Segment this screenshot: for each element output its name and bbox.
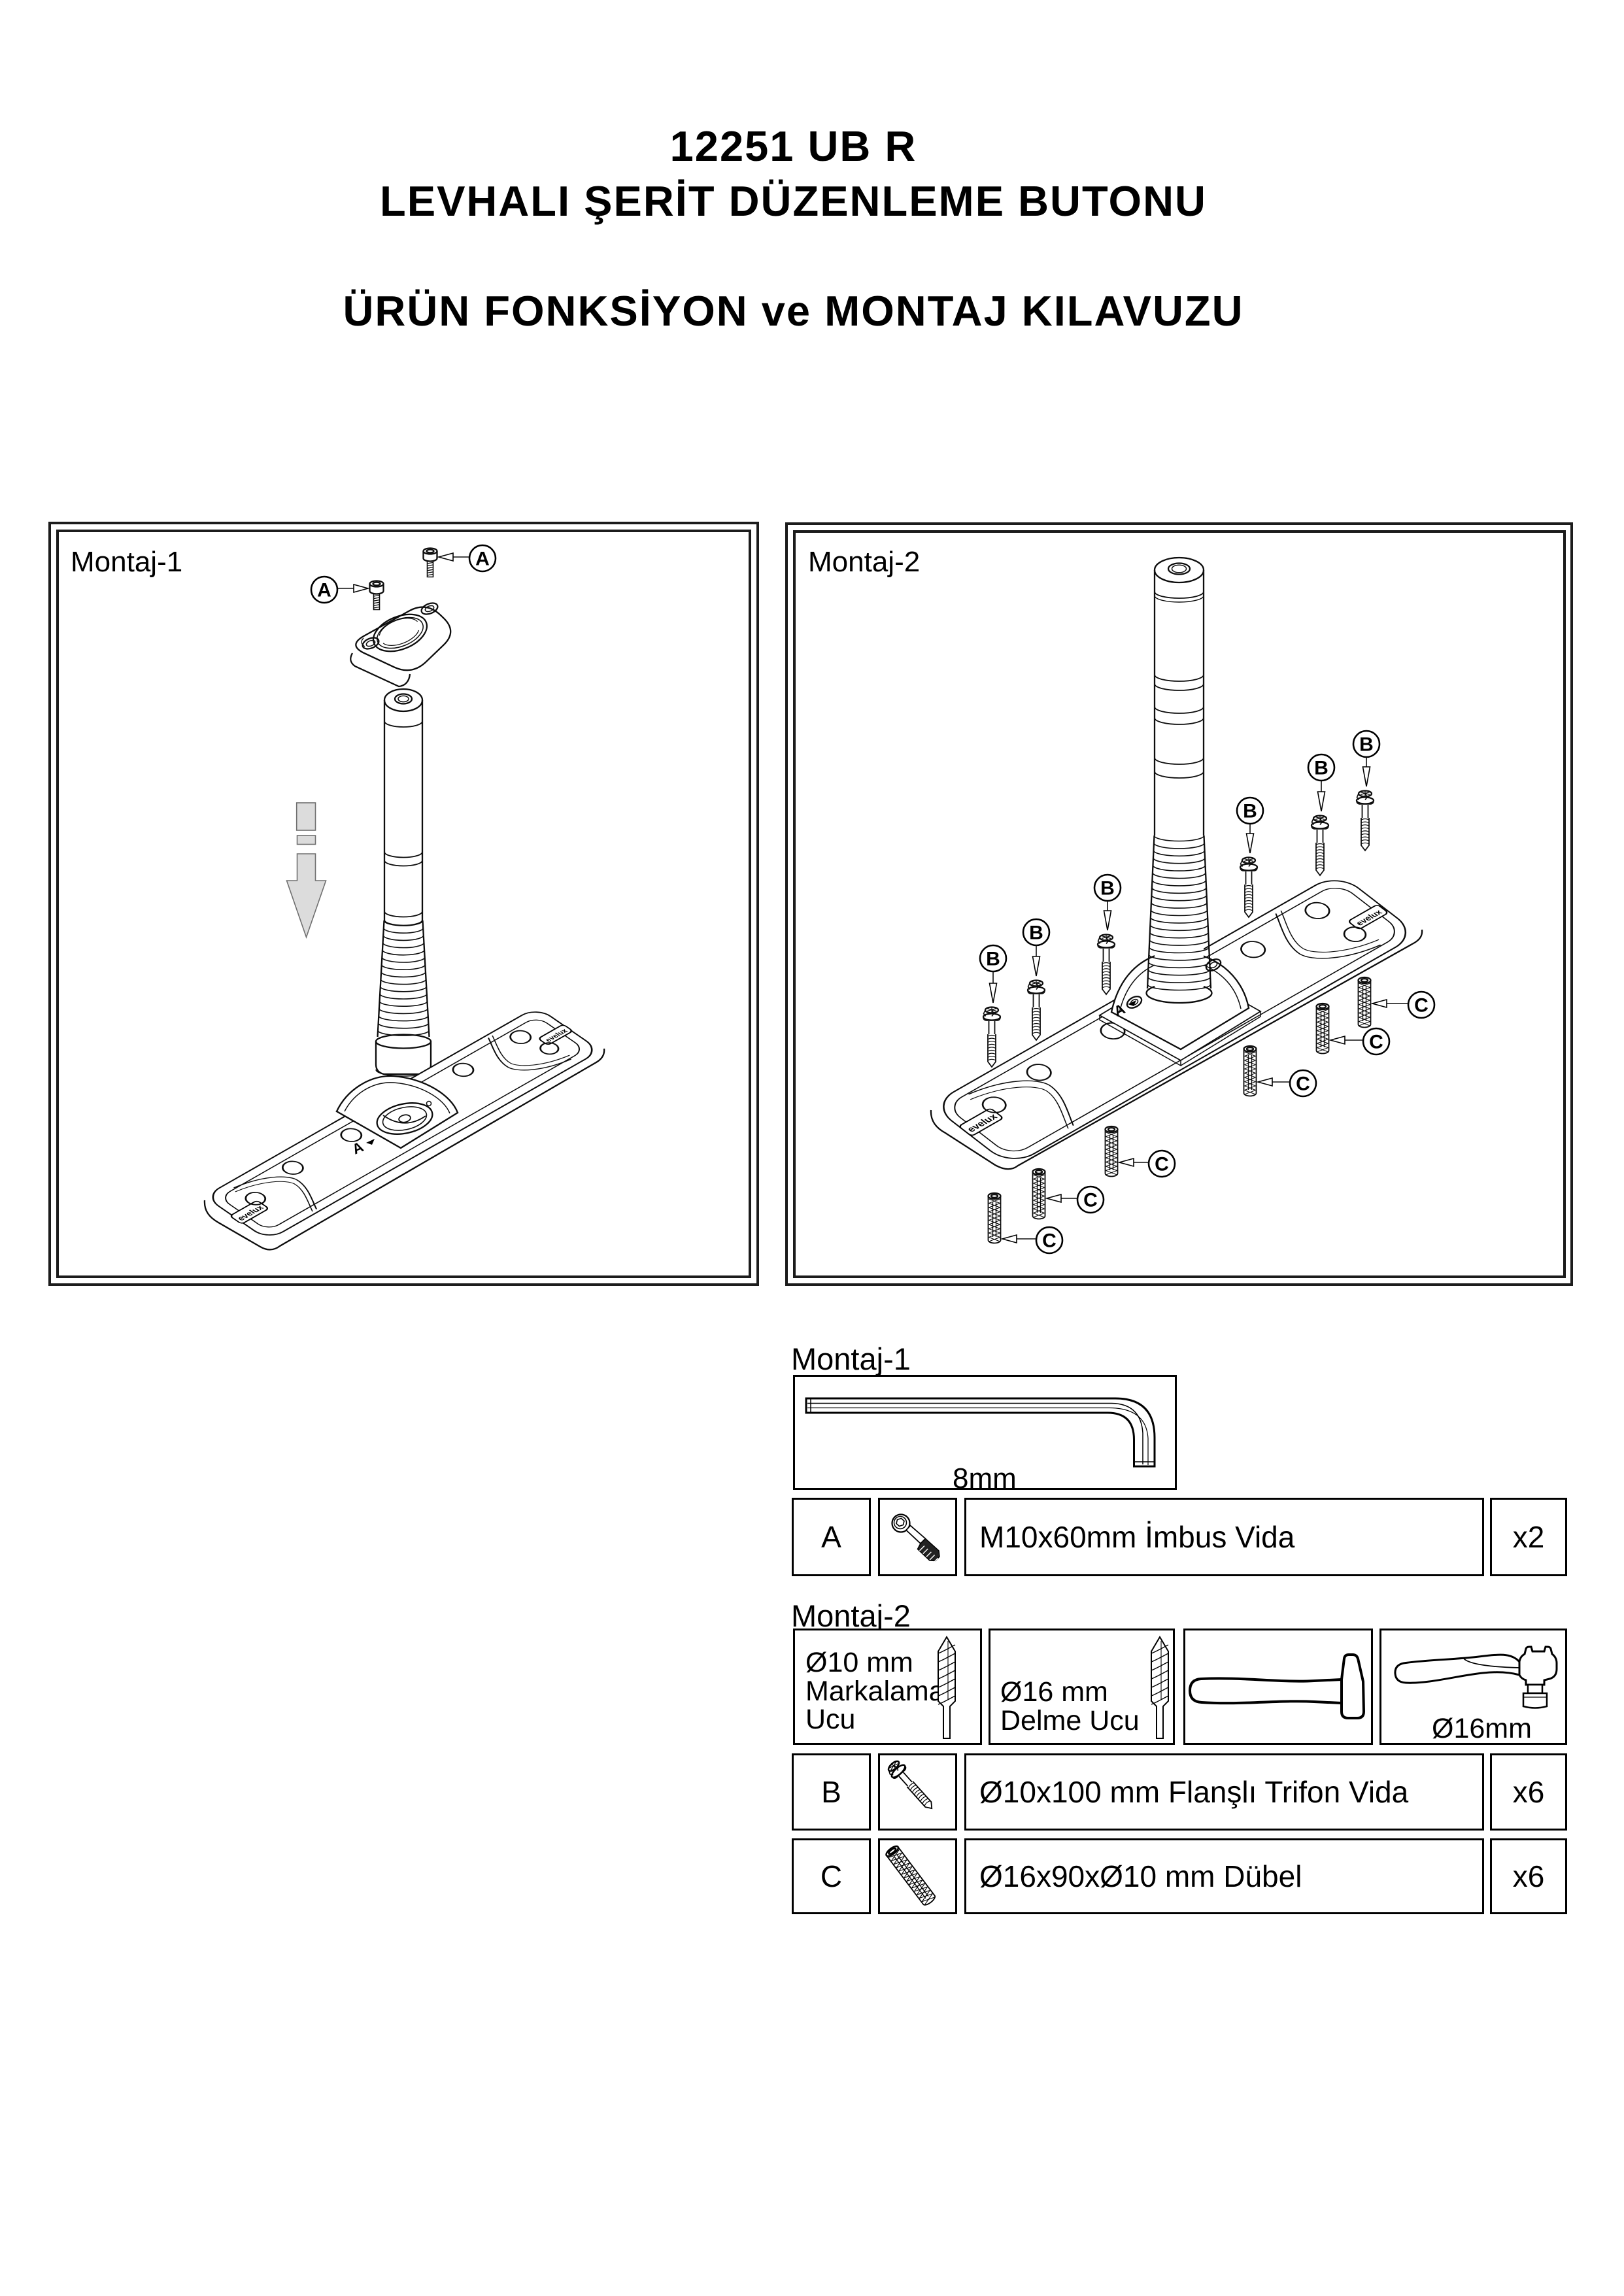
svg-text:C: C [1042, 1230, 1057, 1252]
svg-text:C: C [1369, 1032, 1383, 1053]
svg-text:B: B [986, 949, 1000, 970]
svg-text:A: A [475, 549, 490, 570]
svg-text:C: C [1083, 1190, 1098, 1211]
svg-text:B: B [1029, 922, 1043, 944]
svg-text:C: C [1155, 1154, 1169, 1175]
svg-text:B: B [1314, 758, 1328, 779]
svg-text:B: B [1243, 801, 1257, 822]
svg-text:C: C [1296, 1073, 1310, 1095]
svg-text:B: B [1359, 734, 1374, 756]
svg-text:C: C [1414, 995, 1429, 1017]
svg-text:A: A [317, 580, 331, 601]
svg-text:B: B [1100, 878, 1115, 900]
